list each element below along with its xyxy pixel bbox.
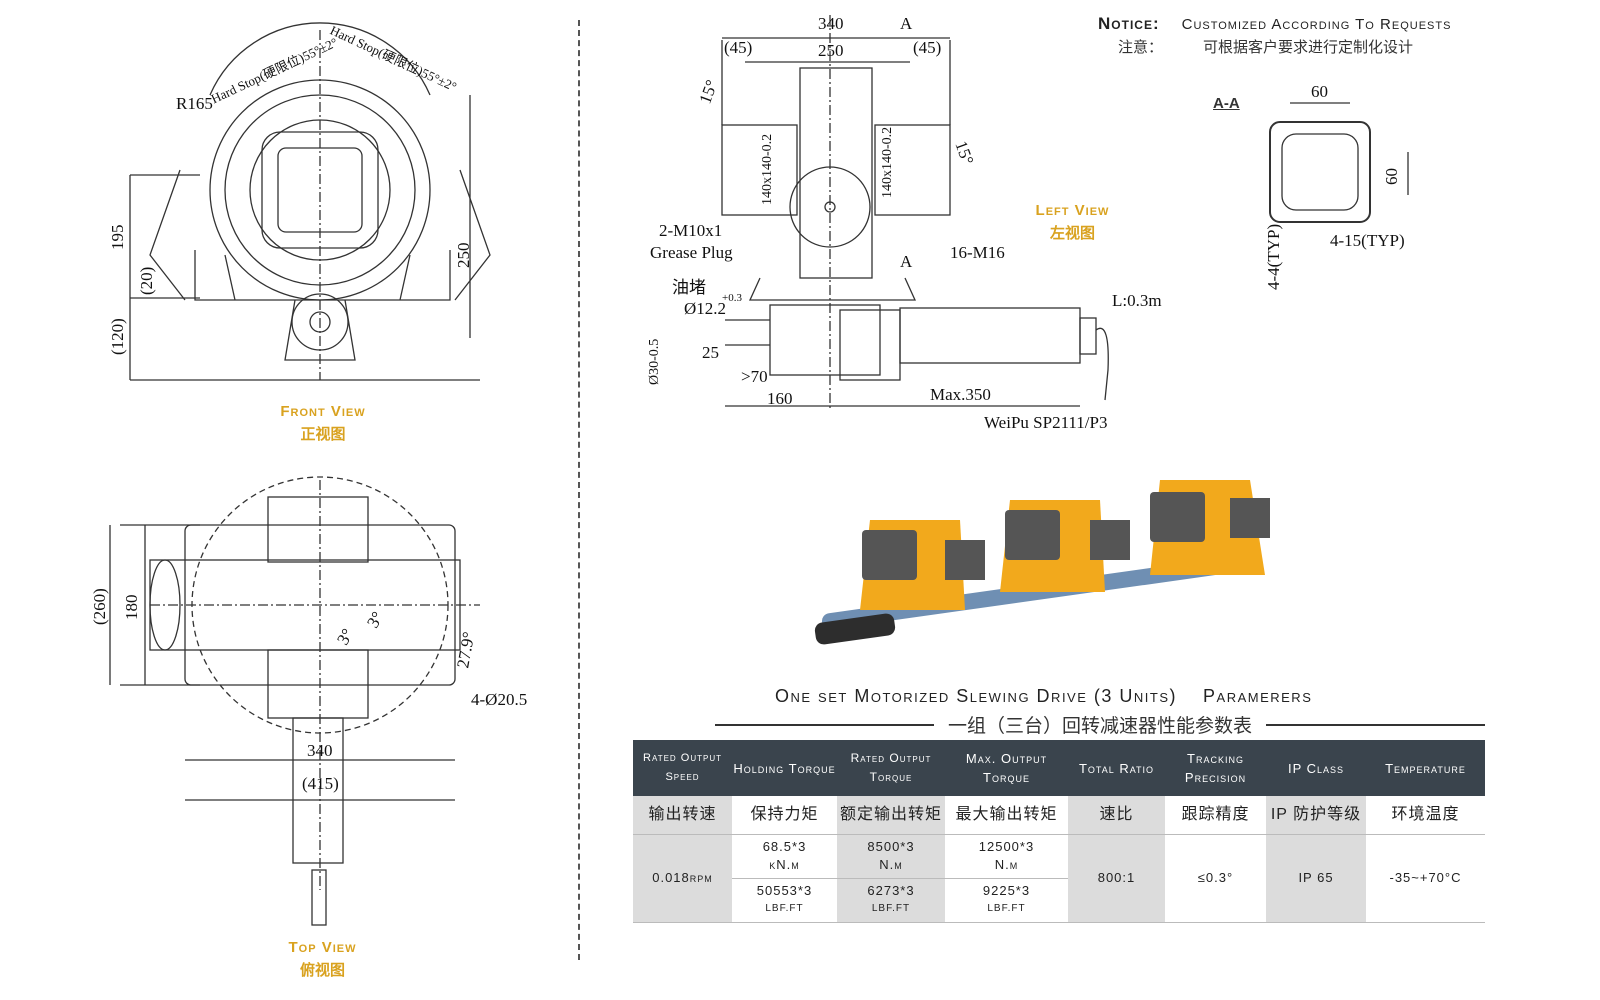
dim-180: 180 xyxy=(122,594,141,621)
cell-ip: IP 65 xyxy=(1266,834,1366,923)
dim-340-top: 340 xyxy=(307,741,333,760)
notice-text-cn: 可根据客户要求进行定制化设计 xyxy=(1203,39,1414,56)
connector-model: WeiPu SP2111/P3 xyxy=(984,413,1108,432)
header-cn: 环境温度 xyxy=(1366,796,1485,835)
header-cn: 输出转速 xyxy=(633,796,732,835)
dim-70: >70 xyxy=(741,367,768,386)
header-rated: Rated Output Torque xyxy=(837,740,945,796)
table-row-imperial: 50553*3lbf.ft 6273*3lbf.ft 9225*3lbf.ft xyxy=(633,878,1485,923)
dim-4-d20: 4-Ø20.5 xyxy=(471,690,528,709)
cell-speed: 0.018rpm xyxy=(633,834,732,923)
dim-140-left: 140x140-0.2 xyxy=(760,133,775,205)
header-ratio: Total Ratio xyxy=(1068,740,1165,796)
left-view-drawing xyxy=(721,15,1109,410)
dim-section-4-4: 4-4(TYP) xyxy=(1264,223,1283,290)
dim-r165: R165 xyxy=(176,94,213,113)
cell-ratio: 800:1 xyxy=(1068,834,1165,923)
dim-m10: 2-M10x1 xyxy=(659,221,723,240)
table-header-row: Rated Output Speed Holding Torque Rated … xyxy=(633,740,1485,796)
header-holding: Holding Torque xyxy=(732,740,837,796)
parameters-table: Rated Output Speed Holding Torque Rated … xyxy=(633,740,1485,923)
notice-text: Customized According To Requests xyxy=(1181,16,1452,33)
dim-120: (120) xyxy=(108,318,127,355)
header-speed: Rated Output Speed xyxy=(633,740,732,796)
dim-250: 250 xyxy=(454,242,473,269)
cell-temperature: -35~+70°C xyxy=(1366,834,1485,923)
cell-rated-imperial: 6273*3lbf.ft xyxy=(837,878,945,923)
section-aa-drawing xyxy=(1269,102,1409,223)
grease-plug-label-cn: 油堵 xyxy=(672,278,706,297)
section-marker-a-bottom: A xyxy=(900,252,913,271)
header-cn: 额定输出转矩 xyxy=(837,796,945,835)
dim-195: 195 xyxy=(108,224,127,251)
notice-label-cn: 注意： xyxy=(1118,39,1164,56)
cell-precision: ≤0.3° xyxy=(1165,834,1266,923)
dim-max350: Max.350 xyxy=(930,385,991,404)
grease-plug-label: Grease Plug xyxy=(650,243,733,262)
header-cn: 保持力矩 xyxy=(732,796,837,835)
section-aa-title: A-A xyxy=(1213,95,1240,112)
dim-260: (260) xyxy=(90,588,109,625)
dim-140-right: 140x140-0.2 xyxy=(880,126,895,198)
header-temperature: Temperature xyxy=(1366,740,1485,796)
top-view-drawing xyxy=(109,476,480,926)
dim-cable-length: L:0.3m xyxy=(1112,291,1162,310)
cell-max-imperial: 9225*3lbf.ft xyxy=(945,878,1068,923)
dim-160: 160 xyxy=(767,389,793,408)
front-view-drawing xyxy=(129,22,491,381)
dim-20: (20) xyxy=(137,266,156,295)
dim-section-60-h: 60 xyxy=(1311,82,1328,101)
header-cn: 速比 xyxy=(1068,796,1165,835)
dim-16-m16: 16-M16 xyxy=(950,243,1005,262)
dim-section-4-15: 4-15(TYP) xyxy=(1330,231,1405,250)
dim-section-60-v: 60 xyxy=(1382,168,1401,185)
dim-d12-tol: +0.3 xyxy=(722,292,742,304)
cell-holding-imperial: 50553*3lbf.ft xyxy=(732,878,837,923)
dim-45-right: (45) xyxy=(913,38,942,57)
dashed-divider xyxy=(578,20,580,960)
notice: Notice:Customized According To Requests … xyxy=(1098,14,1451,57)
dim-25: 25 xyxy=(702,343,719,362)
header-max: Max. Output Torque xyxy=(945,740,1068,796)
dim-340: 340 xyxy=(818,14,844,33)
section-marker-a-top: A xyxy=(900,14,913,33)
dim-250-left: 250 xyxy=(818,41,844,60)
table-subtitle: 一组（三台）回转减速器性能参数表 xyxy=(715,711,1486,738)
header-cn: 最大输出转矩 xyxy=(945,796,1068,835)
header-cn: 跟踪精度 xyxy=(1165,796,1266,835)
header-cn: IP 防护等级 xyxy=(1266,796,1366,835)
dim-d30: Ø30-0.5 xyxy=(647,338,662,385)
dim-415: (415) xyxy=(302,774,339,793)
dim-45-left: (45) xyxy=(724,38,753,57)
dim-d12: Ø12.2 xyxy=(684,299,727,318)
header-precision: Tracking Precision xyxy=(1165,740,1266,796)
notice-label: Notice: xyxy=(1098,14,1160,33)
product-render xyxy=(814,480,1270,645)
table-header-cn-row: 输出转速 保持力矩 额定输出转矩 最大输出转矩 速比 跟踪精度 IP 防护等级 … xyxy=(633,796,1485,835)
table-title: One set Motorized Slewing Drive (3 Units… xyxy=(775,686,1313,706)
header-ip: IP Class xyxy=(1266,740,1366,796)
